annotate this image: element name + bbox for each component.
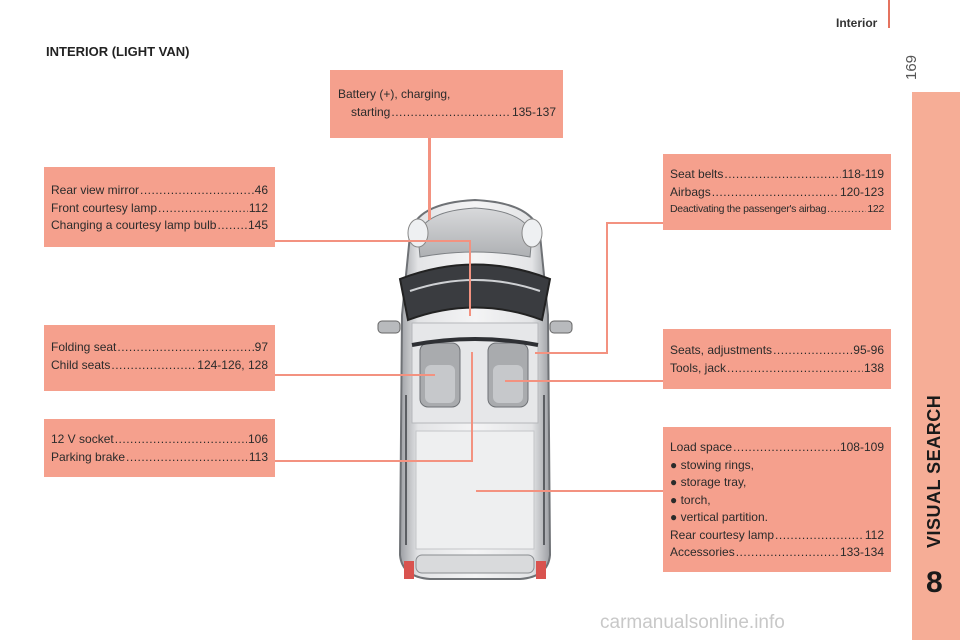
callout-row[interactable]: Accessories133-134 — [670, 544, 884, 562]
leader-line-seatbelts-v — [606, 222, 608, 354]
header-title: Interior — [836, 16, 878, 30]
callout-row[interactable]: Folding seat97 — [51, 339, 268, 357]
leader-line-socket-h — [275, 460, 473, 462]
callout-seats: Seats, adjustments95-96 Tools, jack138 — [663, 329, 891, 389]
callout-row[interactable]: Load space108-109 — [670, 439, 884, 457]
page-number: 169 — [903, 54, 920, 80]
side-tab-label: VISUAL SEARCH — [924, 394, 944, 548]
callout-socket: 12 V socket106 Parking brake113 — [44, 419, 275, 477]
callout-mirror: Rear view mirror46 Front courtesy lamp11… — [44, 167, 275, 247]
callout-row[interactable]: Seats, adjustments95-96 — [670, 342, 884, 360]
leader-line-folding — [275, 374, 435, 376]
bullet-item: ● torch, — [670, 492, 711, 507]
callout-row[interactable]: Parking brake113 — [51, 449, 268, 467]
leader-line-seats — [505, 380, 663, 382]
watermark: carmanualsonline.info — [600, 612, 785, 633]
section-title: INTERIOR (LIGHT VAN) — [46, 44, 190, 59]
callout-load-space: Load space108-109 ● stowing rings, ● sto… — [663, 427, 891, 572]
callout-battery-row[interactable]: starting135-137 — [337, 104, 556, 122]
van-top-view — [377, 198, 573, 580]
leader-line-battery — [428, 138, 431, 220]
callout-folding-seat: Folding seat97 Child seats124-126, 128 — [44, 325, 275, 391]
leader-line-mirror-v — [469, 240, 471, 316]
bullet-item: ● stowing rings, — [670, 457, 754, 472]
leader-line-mirror-h — [275, 240, 471, 242]
bullet-item: ● storage tray, — [670, 475, 747, 489]
side-tab-number: 8 — [926, 566, 943, 599]
callout-row[interactable]: Front courtesy lamp112 — [51, 200, 268, 218]
header-rule — [888, 0, 890, 28]
callout-row[interactable]: Airbags120-123 — [670, 184, 884, 202]
leader-line-seatbelts-h — [608, 222, 663, 224]
leader-line-load — [476, 490, 663, 492]
callout-battery-line1: Battery (+), charging, — [338, 87, 451, 101]
callout-row[interactable]: Child seats124-126, 128 — [51, 357, 268, 375]
callout-row[interactable]: Tools, jack138 — [670, 360, 884, 378]
callout-row[interactable]: Changing a courtesy lamp bulb145 — [51, 217, 268, 235]
side-tab[interactable] — [912, 92, 960, 640]
callout-seat-belts: Seat belts118-119 Airbags120-123 Deactiv… — [663, 154, 891, 230]
callout-row[interactable]: Seat belts118-119 — [670, 166, 884, 184]
leader-line-socket-v — [471, 352, 473, 462]
callout-row[interactable]: Deactivating the passenger's airbag122 — [670, 201, 884, 219]
callout-battery: Battery (+), charging, starting135-137 — [330, 70, 563, 138]
bullet-item: ● vertical partition. — [670, 510, 768, 524]
callout-row[interactable]: Rear view mirror46 — [51, 182, 268, 200]
callout-row[interactable]: 12 V socket106 — [51, 431, 268, 449]
callout-row[interactable]: Rear courtesy lamp112 — [670, 527, 884, 545]
van-illustration — [370, 195, 580, 585]
leader-line-seatbelts-h2 — [535, 352, 608, 354]
